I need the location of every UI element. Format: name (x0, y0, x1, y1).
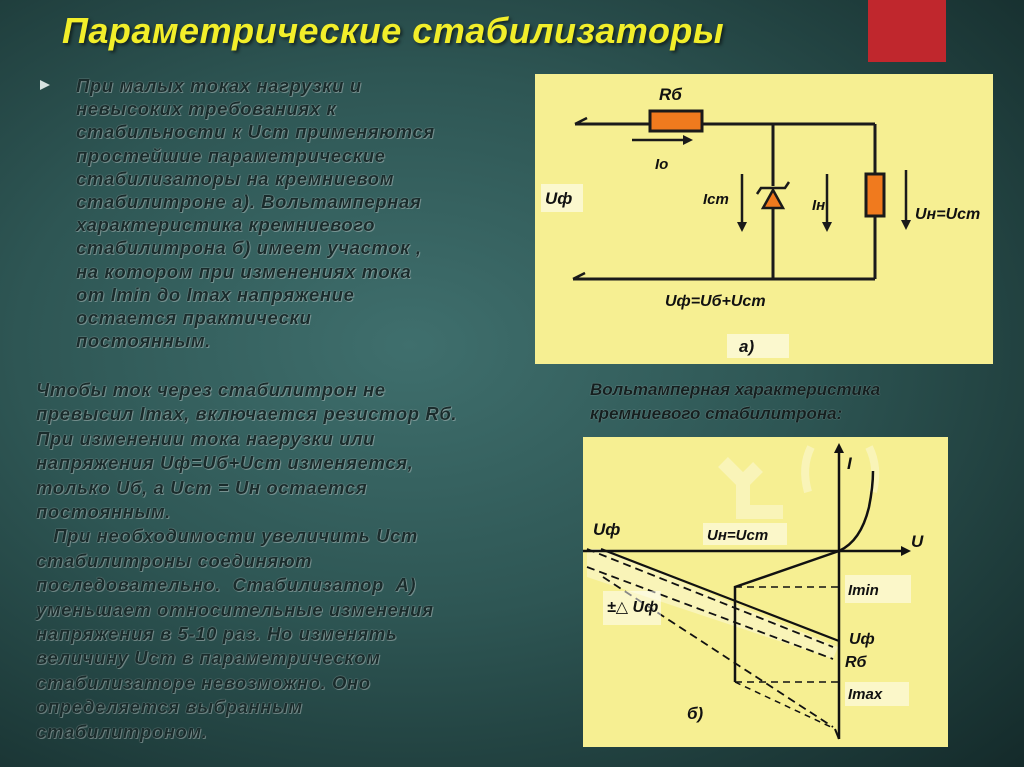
explanation-line: последовательно. Стабилизатор А) (36, 574, 417, 596)
load-line-main (600, 547, 840, 643)
input-terminal-bottom (572, 271, 586, 281)
intro-line: стабильности к Uст применяются (76, 121, 435, 143)
explanation-paragraph: Чтобы ток через стабилитрон не превысил … (36, 378, 576, 744)
zener-diode (760, 187, 786, 210)
imin-label-bg (845, 575, 911, 603)
rb-label: Rб (845, 654, 868, 671)
vac-diagram: I U Uф Uн=Uст Imin ±△ Uф Uф Rб Imax б) (583, 443, 924, 740)
load-line-upper (586, 548, 834, 648)
i-axis-arrowhead (834, 443, 844, 453)
vac-caption-line: кремниевого стабилитрона: (590, 404, 843, 423)
uf-label-bg (541, 184, 583, 212)
in-arrow-head (822, 222, 832, 232)
i0-label: Iо (655, 156, 668, 173)
un-label-bg (703, 523, 787, 545)
intro-line: остается практически (76, 307, 312, 329)
delta-uf-label: ±△ Uф (607, 599, 658, 616)
intro-paragraph: При малых токах нагрузки и невысоких тре… (76, 74, 516, 352)
u-axis-arrowhead (901, 546, 911, 556)
imin-label: Imin (848, 582, 879, 599)
i-axis-bottom-tick (834, 728, 840, 740)
load-line-imax (734, 681, 832, 728)
explanation-line: При необходимости увеличить Uст (36, 525, 418, 547)
panel-a-label: а) (739, 337, 754, 356)
ist-label: Iст (703, 191, 729, 208)
background-watermark (718, 457, 783, 519)
background-watermark-arcs (801, 445, 880, 494)
explanation-line: величину Uст в параметрическом (36, 647, 381, 669)
explanation-line: только Uб, а Uст = Uн остается (36, 476, 368, 498)
uf-right-label: Uф (849, 631, 875, 648)
imax-label-bg (845, 682, 909, 706)
panel-b-label: б) (687, 704, 704, 723)
i0-arrow-head (683, 135, 693, 145)
uf-label: Uф (545, 189, 572, 208)
ist-arrow-head (737, 222, 747, 232)
circuit-diagram-panel: Rб Iо Uф Iст Iн Uн=Uст Uф=Uб+Uст а) (535, 74, 993, 364)
corner-accent-block (868, 0, 946, 62)
explanation-line: стабилитроны соединяют (36, 549, 313, 571)
circuit-diagram: Rб Iо Uф Iст Iн Uн=Uст Uф=Uб+Uст а) (541, 85, 980, 358)
imax-label: Imax (848, 686, 883, 703)
u-axis-label: U (911, 532, 924, 551)
intro-line: стабилизаторы на кремниевом (76, 167, 394, 189)
explanation-line: превысил Imax, включается резистор Rб. (36, 403, 458, 425)
explanation-line: постоянным. (36, 501, 171, 523)
explanation-line: Чтобы ток через стабилитрон не (36, 379, 386, 400)
intro-line: невысоких требованиях к (76, 98, 337, 120)
explanation-line: уменьшает относительные изменения (36, 598, 434, 620)
panel-a-label-bg (727, 334, 789, 358)
load-line-band (587, 549, 838, 659)
input-terminal-top (574, 116, 588, 126)
vac-caption-line: Вольтамперная характеристика (590, 380, 881, 399)
explanation-line: напряжения в 5-10 раз. Но изменять (36, 623, 398, 645)
i-axis-label: I (847, 454, 853, 473)
load-line-lower (586, 566, 834, 660)
intro-line: характеристика кремниевого (76, 214, 376, 236)
explanation-line: При изменении тока нагрузки или (36, 427, 376, 449)
equation-label: Uф=Uб+Uст (665, 293, 766, 310)
triangle-bullet-icon (40, 80, 50, 90)
in-label: Iн (812, 197, 825, 214)
load-resistor (864, 172, 886, 218)
vac-diagram-panel: I U Uф Uн=Uст Imin ±△ Uф Uф Rб Imax б) (583, 437, 948, 747)
vac-caption: Вольтамперная характеристика кремниевого… (590, 378, 990, 426)
ballast-resistor (648, 109, 704, 133)
explanation-line: напряжения Uф=Uб+Uст изменяется, (36, 452, 414, 474)
un-arrow-head (901, 220, 911, 230)
zener-cathode (755, 181, 791, 195)
intro-line: постоянным. (76, 330, 211, 352)
intro-line: При малых токах нагрузки и (76, 75, 362, 96)
un-ust-label: Uн=Uст (707, 527, 768, 544)
slide-title: Параметрические стабилизаторы (62, 10, 725, 51)
uf-left-label: Uф (593, 520, 620, 539)
rb-label: Rб (659, 85, 682, 104)
intro-line: стабилитроне а). Вольтамперная (76, 191, 422, 213)
delta-label-bg (603, 591, 661, 625)
intro-line: стабилитрона б) имеет участок , (76, 237, 422, 259)
explanation-line: стабилизаторе невозможно. Оно (36, 671, 371, 693)
reverse-branch-curve (733, 549, 840, 682)
intro-line: простейшие параметрические (76, 144, 386, 166)
un-label: Uн=Uст (915, 206, 980, 223)
forward-branch-curve (838, 470, 875, 553)
explanation-line: стабилитроном. (36, 720, 208, 742)
intro-line: на котором при изменениях тока (76, 260, 412, 282)
intro-line: от Imin до Imax напряжение (76, 283, 355, 305)
explanation-line: определяется выбранным (36, 696, 303, 718)
